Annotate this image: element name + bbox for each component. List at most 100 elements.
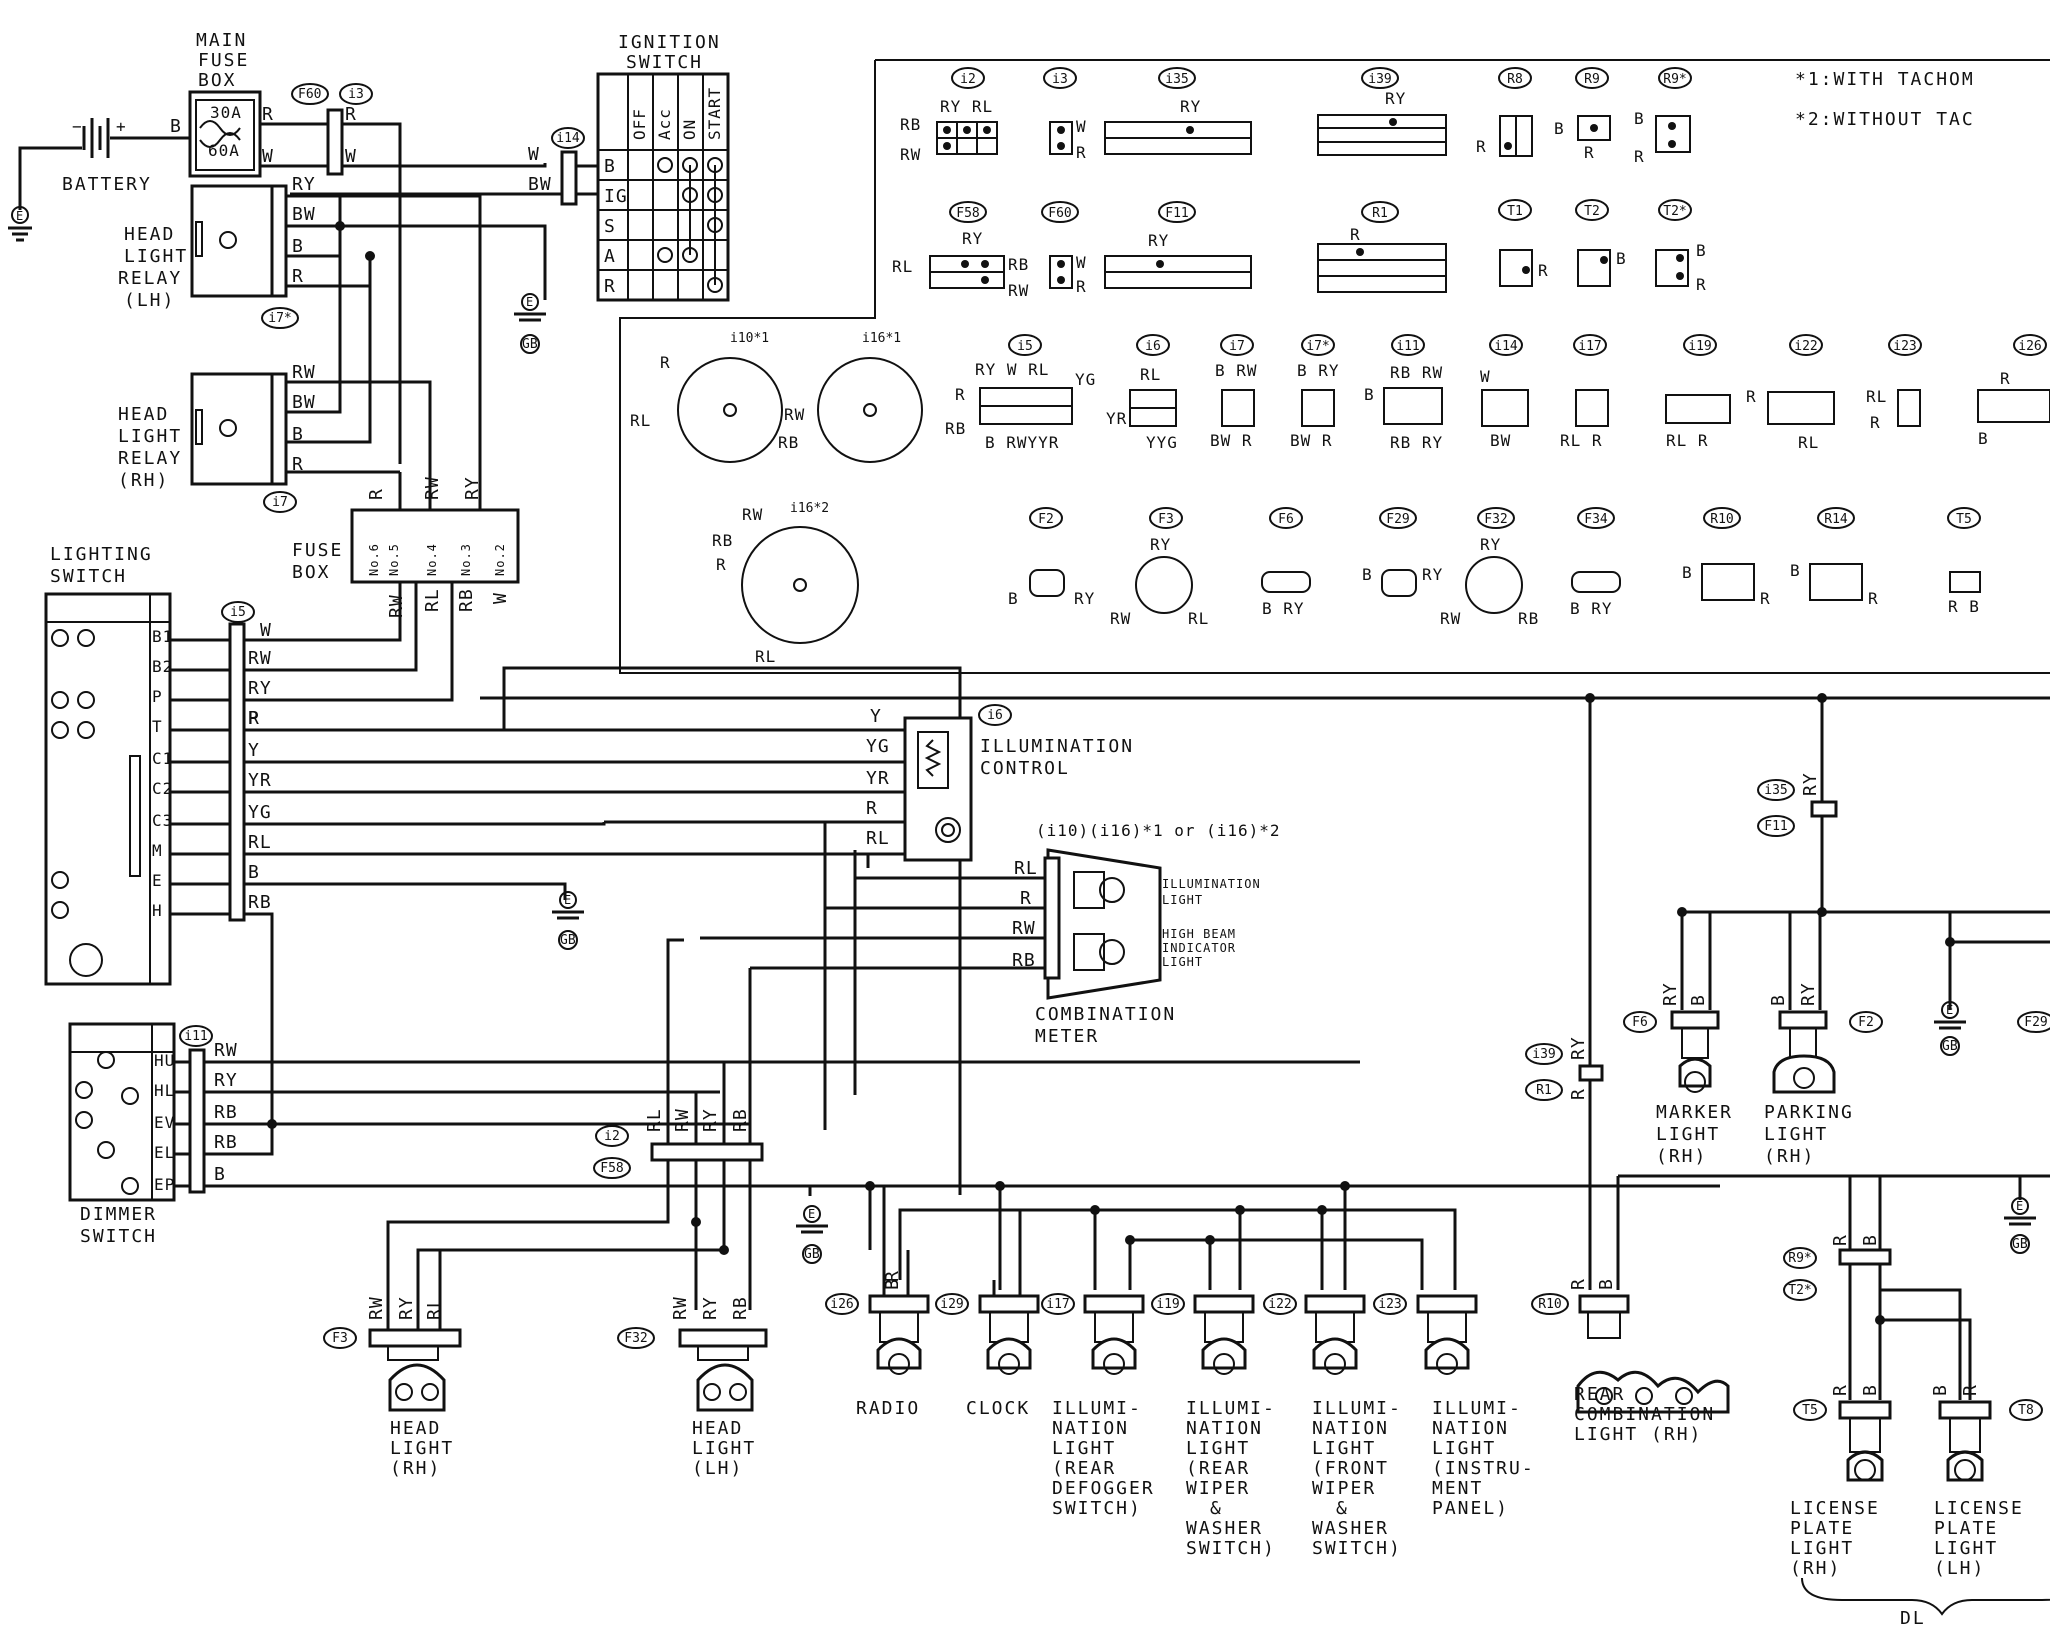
svg-text:RL: RL — [248, 832, 272, 853]
connector-i3-view: i3 WR — [1043, 67, 1087, 162]
svg-text:T2*: T2* — [1788, 1283, 1811, 1298]
svg-text:i3: i3 — [348, 87, 364, 102]
svg-text:RY: RY — [1568, 1036, 1589, 1060]
svg-text:RY: RY — [700, 1296, 721, 1320]
dl-label: DL — [1900, 1608, 1926, 1629]
connector-label-i19: i19 — [1688, 339, 1711, 354]
connector-i6-view: i6 RL YR YYG — [1106, 334, 1177, 452]
svg-text:B: B — [170, 116, 182, 137]
svg-text:CONTROL: CONTROL — [980, 758, 1070, 779]
svg-text:BOX: BOX — [292, 562, 331, 583]
svg-text:(RH): (RH) — [1656, 1146, 1707, 1167]
connector-label-t2: T2 — [1584, 204, 1600, 219]
svg-text:WIPER: WIPER — [1186, 1478, 1250, 1499]
svg-text:RL: RL — [424, 1296, 445, 1320]
svg-text:RL: RL — [1014, 858, 1038, 879]
connector-label-i39: i39 — [1368, 72, 1391, 87]
svg-text:PARKING: PARKING — [1764, 1102, 1854, 1123]
svg-text:R: R — [1076, 143, 1087, 162]
svg-text:RY: RY — [1660, 982, 1681, 1006]
svg-text:(LH): (LH) — [1934, 1558, 1985, 1579]
connector-label-r14: R14 — [1824, 512, 1848, 527]
svg-text:E: E — [1946, 1003, 1954, 1017]
svg-text:R: R — [660, 353, 671, 372]
svg-text:B: B — [292, 424, 304, 445]
connector-i16-2-view: i16*2 RW RB R RL — [712, 501, 859, 666]
svg-text:(i10)(i16)*1 or (i16)*2: (i10)(i16)*1 or (i16)*2 — [1036, 821, 1281, 840]
connector-t2-view: T2 B — [1575, 199, 1626, 287]
svg-text:RW: RW — [742, 505, 763, 524]
svg-text:W: W — [262, 146, 274, 167]
svg-text:RL: RL — [1188, 609, 1209, 628]
connector-i2-view: i2 RY RL RB RW — [900, 67, 998, 164]
svg-text:C3: C3 — [152, 811, 173, 830]
svg-text:B RY: B RY — [1297, 361, 1340, 380]
svg-text:(REAR: (REAR — [1186, 1458, 1250, 1479]
svg-text:YG: YG — [866, 736, 890, 757]
svg-text:HL: HL — [154, 1081, 175, 1100]
svg-text:Y: Y — [870, 706, 882, 727]
svg-text:(RH): (RH) — [118, 470, 169, 491]
svg-text:GB: GB — [2012, 1237, 2028, 1252]
svg-text:BW: BW — [528, 174, 552, 195]
connector-label-i16-2: i16*2 — [790, 501, 829, 516]
svg-text:M: M — [152, 841, 163, 860]
svg-text:YG: YG — [248, 802, 272, 823]
connector-i7-star-view: i7* B RY BW R — [1290, 334, 1340, 450]
svg-text:YR: YR — [866, 768, 890, 789]
svg-text:BW: BW — [292, 204, 316, 225]
svg-text:LICENSE: LICENSE — [1790, 1498, 1880, 1519]
head-light-relay-lh: HEAD LIGHT RELAY (LH) — [118, 184, 288, 311]
connector-label-i7-star: i7* — [1306, 339, 1329, 354]
connector-label-f3: F3 — [1158, 512, 1174, 527]
svg-text:SWITCH: SWITCH — [626, 52, 703, 73]
svg-text:YR: YR — [248, 770, 272, 791]
connector-t2-star-view: T2* BR — [1655, 199, 1706, 294]
svg-text:HEAD: HEAD — [118, 404, 169, 425]
svg-text:R: R — [1746, 387, 1757, 406]
svg-text:RB: RB — [456, 588, 477, 612]
connector-i22-view: i22 R RL — [1746, 334, 1835, 452]
svg-text:ILLUMI-: ILLUMI- — [1432, 1398, 1522, 1419]
svg-text:R9*: R9* — [1788, 1251, 1811, 1266]
svg-text:ILLUMI-: ILLUMI- — [1052, 1398, 1142, 1419]
head-light-lh: RW RY RB HEAD LIGHT (LH) — [670, 1296, 768, 1479]
svg-text:B RY: B RY — [1570, 599, 1613, 618]
svg-text:RL: RL — [866, 828, 890, 849]
svg-text:REAR: REAR — [1574, 1384, 1625, 1405]
connector-label-i3: i3 — [1052, 72, 1068, 87]
svg-text:NATION: NATION — [1312, 1418, 1389, 1439]
license-plate-light-lh: B R LICENSE PLATE LIGHT (LH) — [1930, 1384, 2022, 1579]
connector-label-i35: i35 — [1165, 72, 1188, 87]
lighting-switch: LIGHTING SWITCH B1 B2 P T C1 C2 C3 M E H — [44, 544, 173, 986]
svg-text:RB: RB — [1012, 950, 1036, 971]
connector-label-i14: i14 — [1494, 339, 1518, 354]
svg-text:B: B — [604, 156, 616, 177]
svg-text:No.6: No.6 — [367, 543, 381, 576]
connector-label-i10: i10*1 — [730, 331, 769, 346]
svg-text:YG: YG — [1075, 370, 1096, 389]
svg-text:RY: RY — [1385, 89, 1406, 108]
svg-text:H: H — [152, 901, 163, 920]
connector-label-f34: F34 — [1584, 512, 1608, 527]
connector-label-t1: T1 — [1507, 204, 1523, 219]
illumination-rear-defogger: ILLUMI- NATION LIGHT (REAR DEFOGGER SWIT… — [1052, 1294, 1153, 1519]
svg-text:HEAD: HEAD — [124, 224, 175, 245]
svg-text:F2: F2 — [1858, 1015, 1874, 1030]
svg-text:Y: Y — [248, 740, 260, 761]
connector-detail-panel: *1:WITH TACHOM *2:WITHOUT TAC i2 RY RL R… — [619, 59, 2050, 674]
svg-text:RELAY: RELAY — [118, 448, 182, 469]
connector-label-r9: R9 — [1584, 72, 1600, 87]
svg-text:No.2: No.2 — [493, 543, 507, 576]
svg-text:RL R: RL R — [1560, 431, 1603, 450]
svg-text:HIGH BEAM: HIGH BEAM — [1162, 927, 1236, 941]
svg-text:F3: F3 — [332, 1331, 348, 1346]
svg-text:E: E — [2016, 1199, 2024, 1213]
svg-text:B: B — [1978, 429, 1989, 448]
svg-text:W: W — [345, 146, 357, 167]
head-light-relay-rh: HEAD LIGHT RELAY (RH) — [118, 372, 288, 491]
connector-label-t5: T5 — [1956, 512, 1972, 527]
svg-text:INDICATOR: INDICATOR — [1162, 941, 1236, 955]
svg-text:RB RW: RB RW — [1390, 363, 1443, 382]
